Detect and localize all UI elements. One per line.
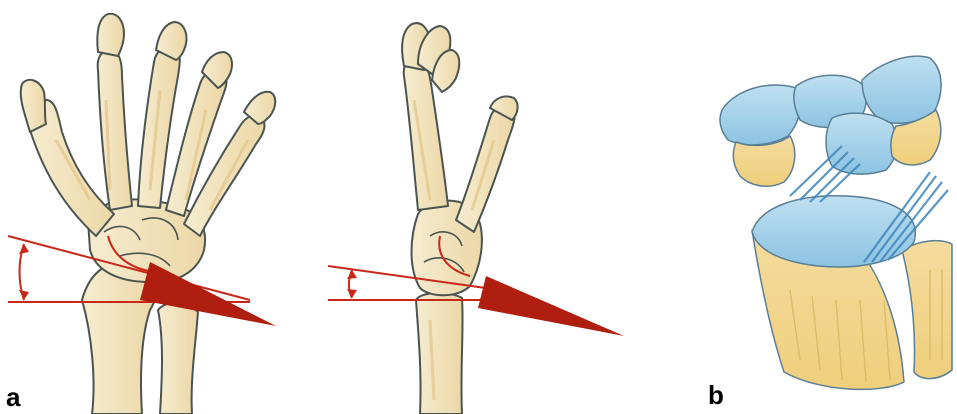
hand-lateral-view-illustration [402, 23, 518, 414]
index-phalanx [97, 14, 124, 56]
panel-label-b: b [708, 382, 724, 408]
carpal-block-1 [720, 85, 800, 145]
ulna-shaft-3d [902, 241, 952, 379]
hand-pa-view-illustration [21, 14, 276, 414]
distal-radius-3d-illustration [720, 56, 952, 389]
angle-arrowhead-bottom-lateral [347, 289, 357, 298]
angle-arrowhead-bottom-a [19, 290, 29, 300]
angle-arrowhead-top-a [19, 244, 29, 254]
force-arrow-lateral [478, 276, 624, 336]
thumb-phalanx [21, 80, 46, 132]
forearm-bones-lateral [416, 293, 463, 414]
angle-arrowhead-top-lateral [347, 270, 357, 279]
carpal-block-3 [862, 56, 941, 123]
carpal-block-4 [826, 113, 897, 174]
ulna-bone [158, 303, 198, 414]
panel-label-a: a [6, 384, 20, 410]
index-metacarpal [98, 50, 132, 210]
